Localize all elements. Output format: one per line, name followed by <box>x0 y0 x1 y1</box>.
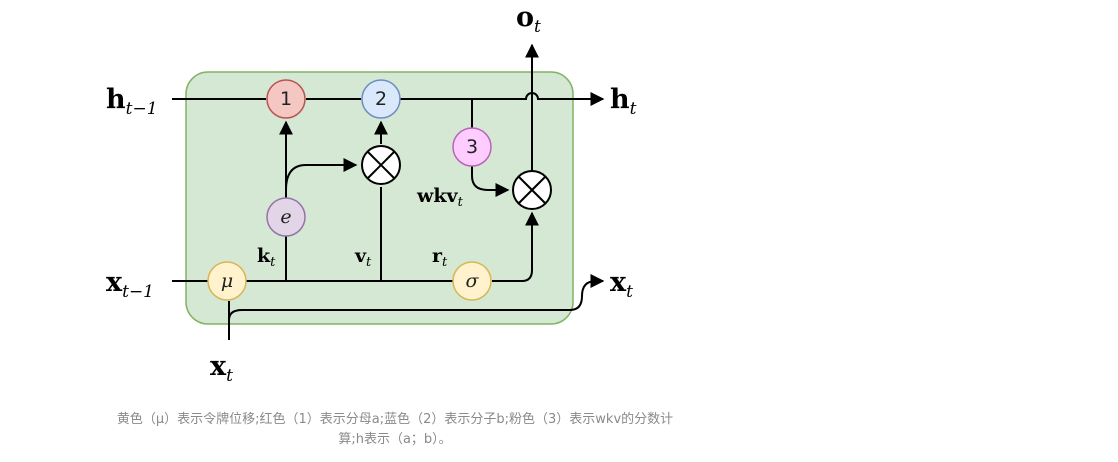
label-v: vt <box>354 245 372 270</box>
node-mu: μ <box>207 261 247 301</box>
3-to-mult-arrow <box>471 166 510 197</box>
multiply-icon <box>361 145 401 185</box>
svg-text:2: 2 <box>375 88 387 110</box>
node-2: 2 <box>361 79 401 119</box>
rwkv-diagram: 1 2 3 e μ σ ht−1 ht ot xt−1 <box>106 2 637 386</box>
svg-text:σ: σ <box>466 270 480 292</box>
svg-text:1: 1 <box>280 88 292 110</box>
label-o-out: ot <box>516 2 541 37</box>
svg-text:3: 3 <box>466 136 478 158</box>
e-to-mult-arrow <box>285 158 358 191</box>
label-k: kt <box>257 245 276 270</box>
node-e: e <box>266 197 306 237</box>
node-3: 3 <box>452 127 492 167</box>
x-bypass-arrow <box>228 274 605 321</box>
caption-line-2: 算;h表示（a；b）。 <box>338 432 452 447</box>
caption-line-1: 黄色（μ）表示令牌位移;红色（1）表示分母a;蓝色（2）表示分子b;粉色（3）表… <box>116 412 674 427</box>
label-wkv: wkvt <box>416 185 464 210</box>
label-h-out: ht <box>610 84 637 119</box>
multiply-icon <box>512 170 552 210</box>
svg-text:μ: μ <box>221 270 233 292</box>
node-sigma: σ <box>452 261 492 301</box>
label-x-in: xt <box>210 351 233 386</box>
label-h-prev: ht−1 <box>106 84 158 119</box>
label-r: rt <box>432 245 448 270</box>
figure-caption: 黄色（μ）表示令牌位移;红色（1）表示分母a;蓝色（2）表示分子b;粉色（3）表… <box>70 410 720 450</box>
node-1: 1 <box>266 79 306 119</box>
label-x-out: xt <box>610 267 633 302</box>
svg-text:e: e <box>280 206 291 228</box>
r-to-mult-arrow <box>492 211 539 282</box>
label-x-prev: xt−1 <box>106 267 154 302</box>
